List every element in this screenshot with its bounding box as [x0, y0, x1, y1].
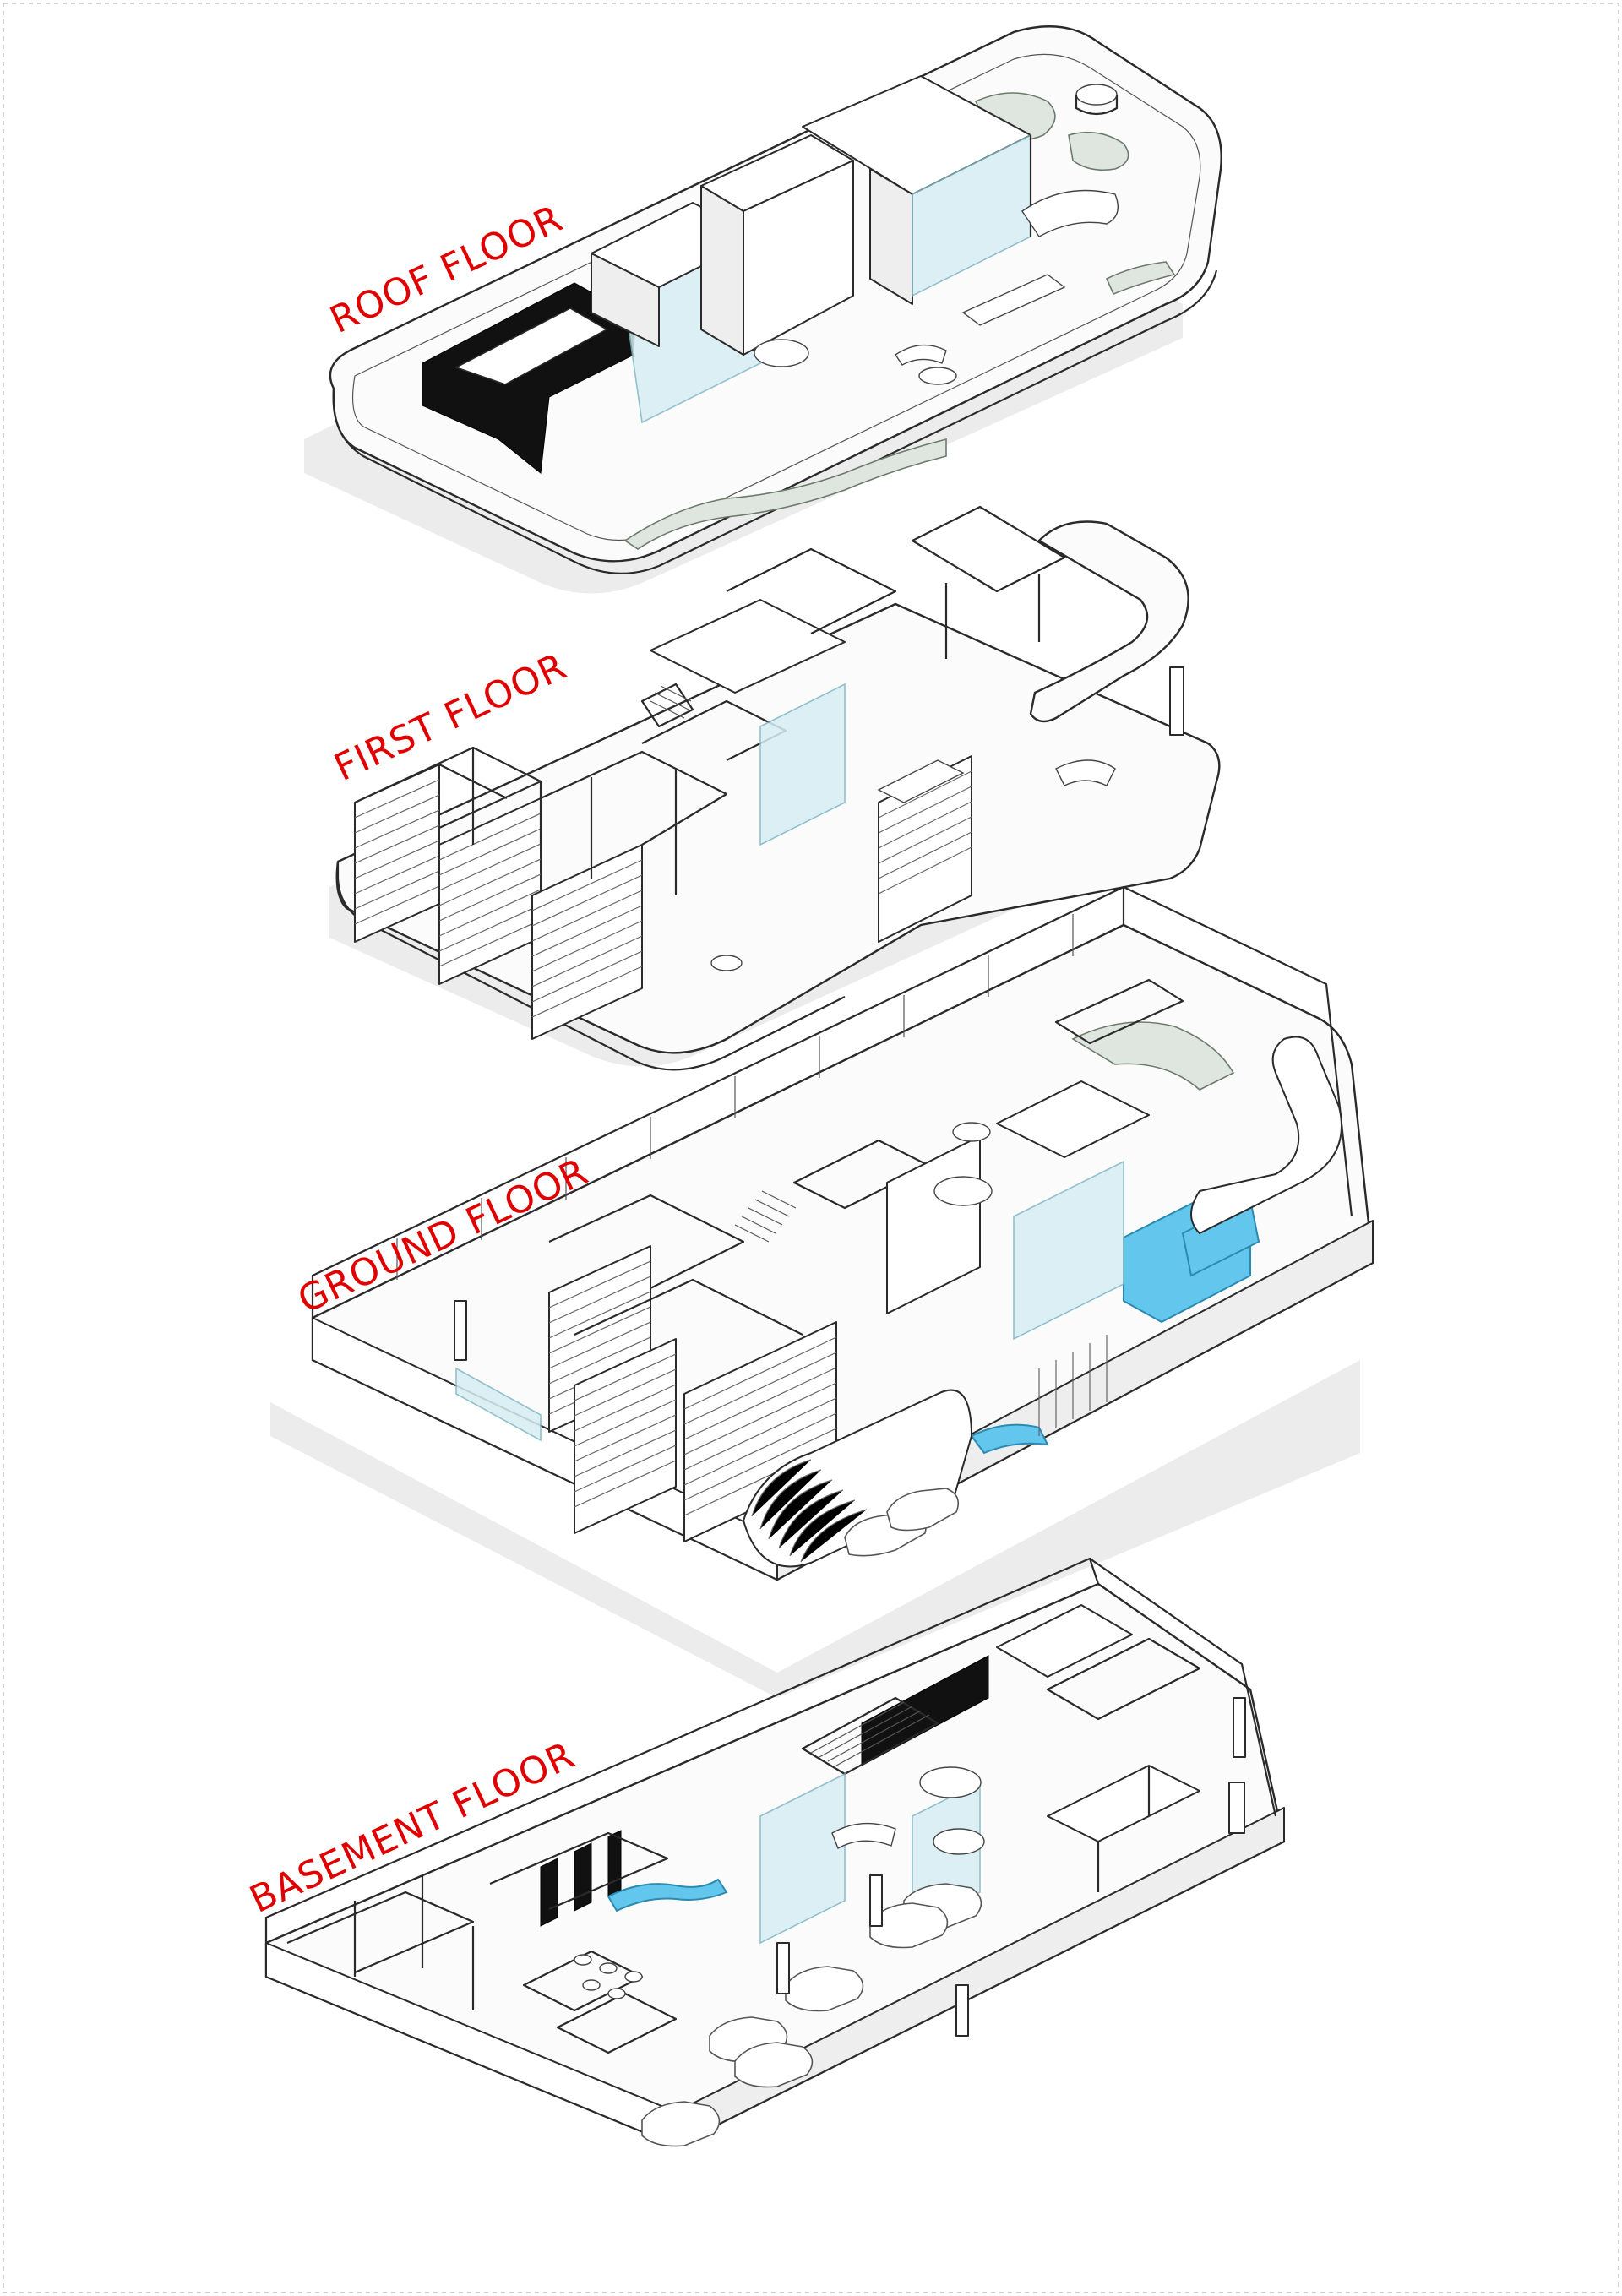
basement-floor-plate — [264, 1557, 1286, 2147]
basement-cars — [641, 1883, 982, 2147]
first-floor-plate — [329, 505, 1221, 1071]
roof-floor-plate — [304, 25, 1222, 594]
first-floor-label: FIRST FLOOR — [328, 645, 574, 790]
ground-floor-plate — [270, 885, 1374, 1698]
garage-canopy — [743, 1389, 972, 1568]
